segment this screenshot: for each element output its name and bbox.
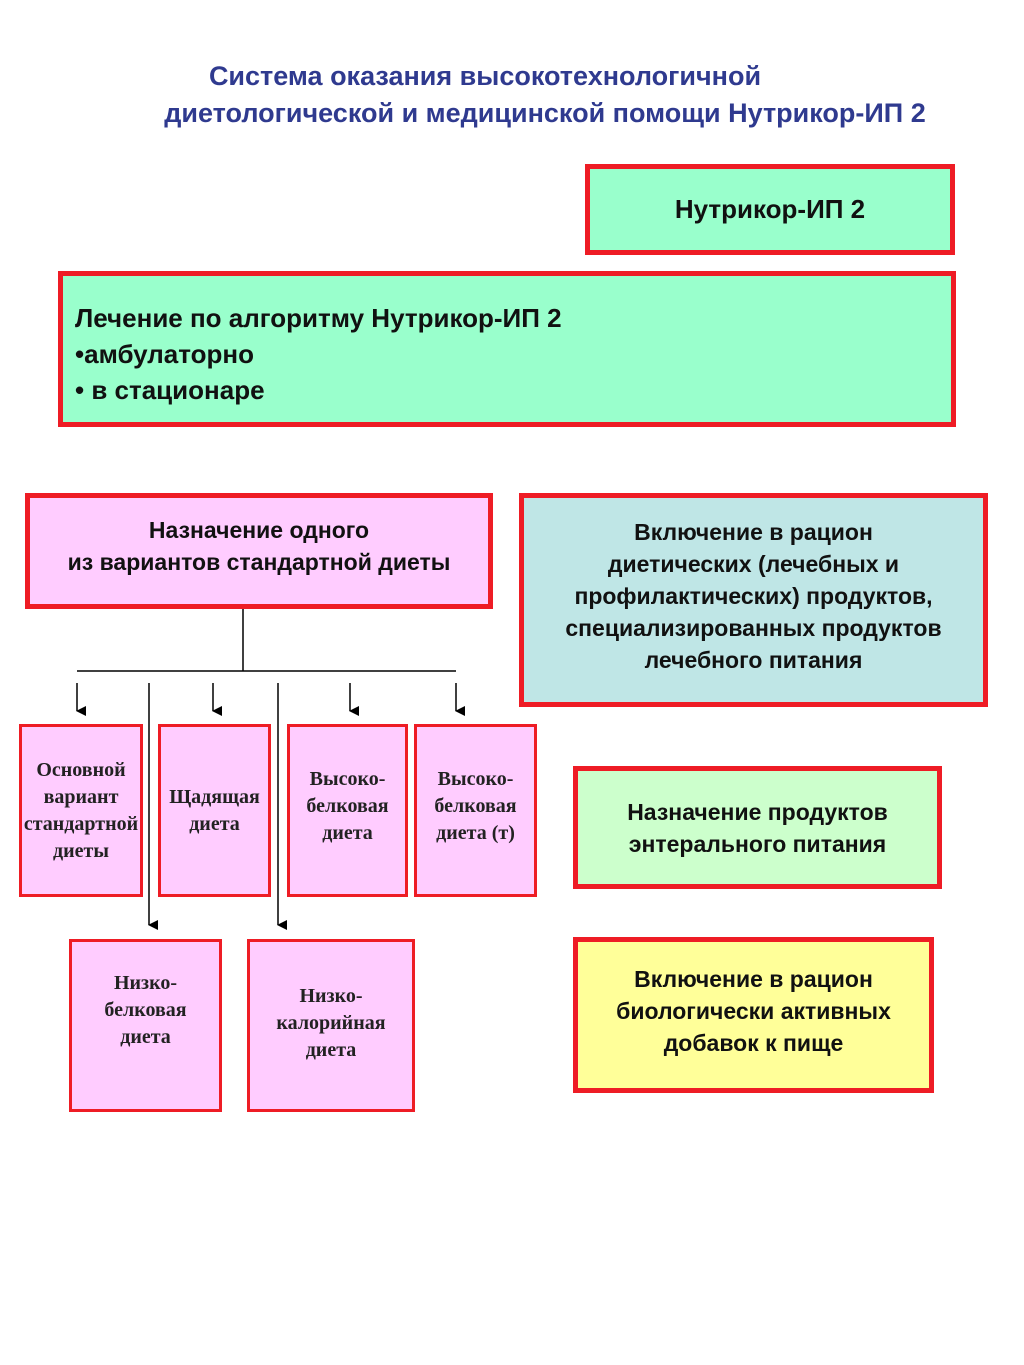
- supplements-box: Включение в рацион биологически активных…: [573, 937, 934, 1093]
- standard-diet-box: Назначение одного из вариантов стандартн…: [25, 493, 493, 609]
- dietary-products-line-2: диетических (лечебных и: [607, 551, 900, 577]
- diet-basic-line-2: вариант: [43, 785, 119, 808]
- diet-low-protein-line-1: Низко-: [113, 972, 178, 994]
- nutrikor-box: Нутрикор-ИП 2: [585, 164, 955, 255]
- dietary-products-line-1: Включение в рацион: [634, 519, 873, 545]
- enteral-line-1: Назначение продуктов: [627, 798, 888, 825]
- dietary-products-line-4: специализированных продуктов: [565, 615, 942, 641]
- diet-high-protein-line-2: белковая: [306, 795, 389, 817]
- diet-box-high-protein-t: Высоко- белковая диета (т): [414, 724, 537, 897]
- dietary-products-line-3: профилактических) продуктов,: [574, 583, 933, 609]
- diet-box-basic: Основной вариант стандартной диеты: [19, 724, 143, 897]
- diet-low-protein-line-3: диета: [120, 1026, 171, 1048]
- diet-low-calorie-line-3: диета: [305, 1039, 357, 1061]
- treatment-item-outpatient: •амбулаторно: [75, 339, 255, 369]
- page-title: Система оказания высокотехнологичной дие…: [60, 58, 980, 132]
- dietary-products-box: Включение в рацион диетических (лечебных…: [519, 493, 988, 707]
- diet-sparing-line-1: Щадящая: [169, 785, 260, 808]
- standard-diet-line-1: Назначение одного: [148, 517, 370, 543]
- diet-high-protein-t-line-3: диета (т): [436, 822, 515, 844]
- supplements-line-2: биологически активных: [616, 998, 891, 1024]
- diet-box-sparing: Щадящая диета: [158, 724, 271, 897]
- diet-box-low-protein: Низко- белковая диета: [69, 939, 222, 1112]
- enteral-nutrition-box: Назначение продуктов энтерального питани…: [573, 766, 942, 889]
- title-line-1: Система оказания высокотехнологичной: [208, 61, 762, 91]
- diet-basic-line-4: диеты: [53, 839, 109, 862]
- dietary-products-line-5: лечебного питания: [644, 647, 863, 673]
- diet-low-calorie-line-1: Низко-: [299, 985, 363, 1007]
- treatment-box: Лечение по алгоритму Нутрикор-ИП 2 •амбу…: [58, 271, 956, 427]
- diet-low-protein-line-2: белковая: [104, 999, 187, 1021]
- diet-box-low-calorie: Низко- калорийная диета: [247, 939, 415, 1112]
- treatment-item-inpatient: • в стационаре: [75, 375, 265, 405]
- diet-box-high-protein: Высоко- белковая диета: [287, 724, 408, 897]
- title-line-2: диетологической и медицинской помощи Нут…: [164, 98, 926, 128]
- treatment-heading: Лечение по алгоритму Нутрикор-ИП 2: [75, 303, 562, 333]
- standard-diet-line-2: из вариантов стандартной диеты: [67, 549, 451, 575]
- nutrikor-label: Нутрикор-ИП 2: [674, 194, 866, 224]
- supplements-line-1: Включение в рацион: [634, 966, 873, 992]
- diet-basic-line-1: Основной: [36, 758, 126, 781]
- diet-high-protein-line-1: Высоко-: [309, 768, 386, 790]
- diet-high-protein-t-line-2: белковая: [434, 795, 517, 817]
- diet-high-protein-t-line-1: Высоко-: [437, 768, 514, 790]
- supplements-line-3: добавок к пище: [663, 1030, 844, 1056]
- enteral-line-2: энтерального питания: [628, 830, 887, 857]
- diet-high-protein-line-3: диета: [322, 822, 373, 844]
- diet-low-calorie-line-2: калорийная: [276, 1012, 386, 1034]
- diet-sparing-line-2: диета: [189, 812, 240, 835]
- diet-basic-line-3: стандартной: [23, 812, 139, 835]
